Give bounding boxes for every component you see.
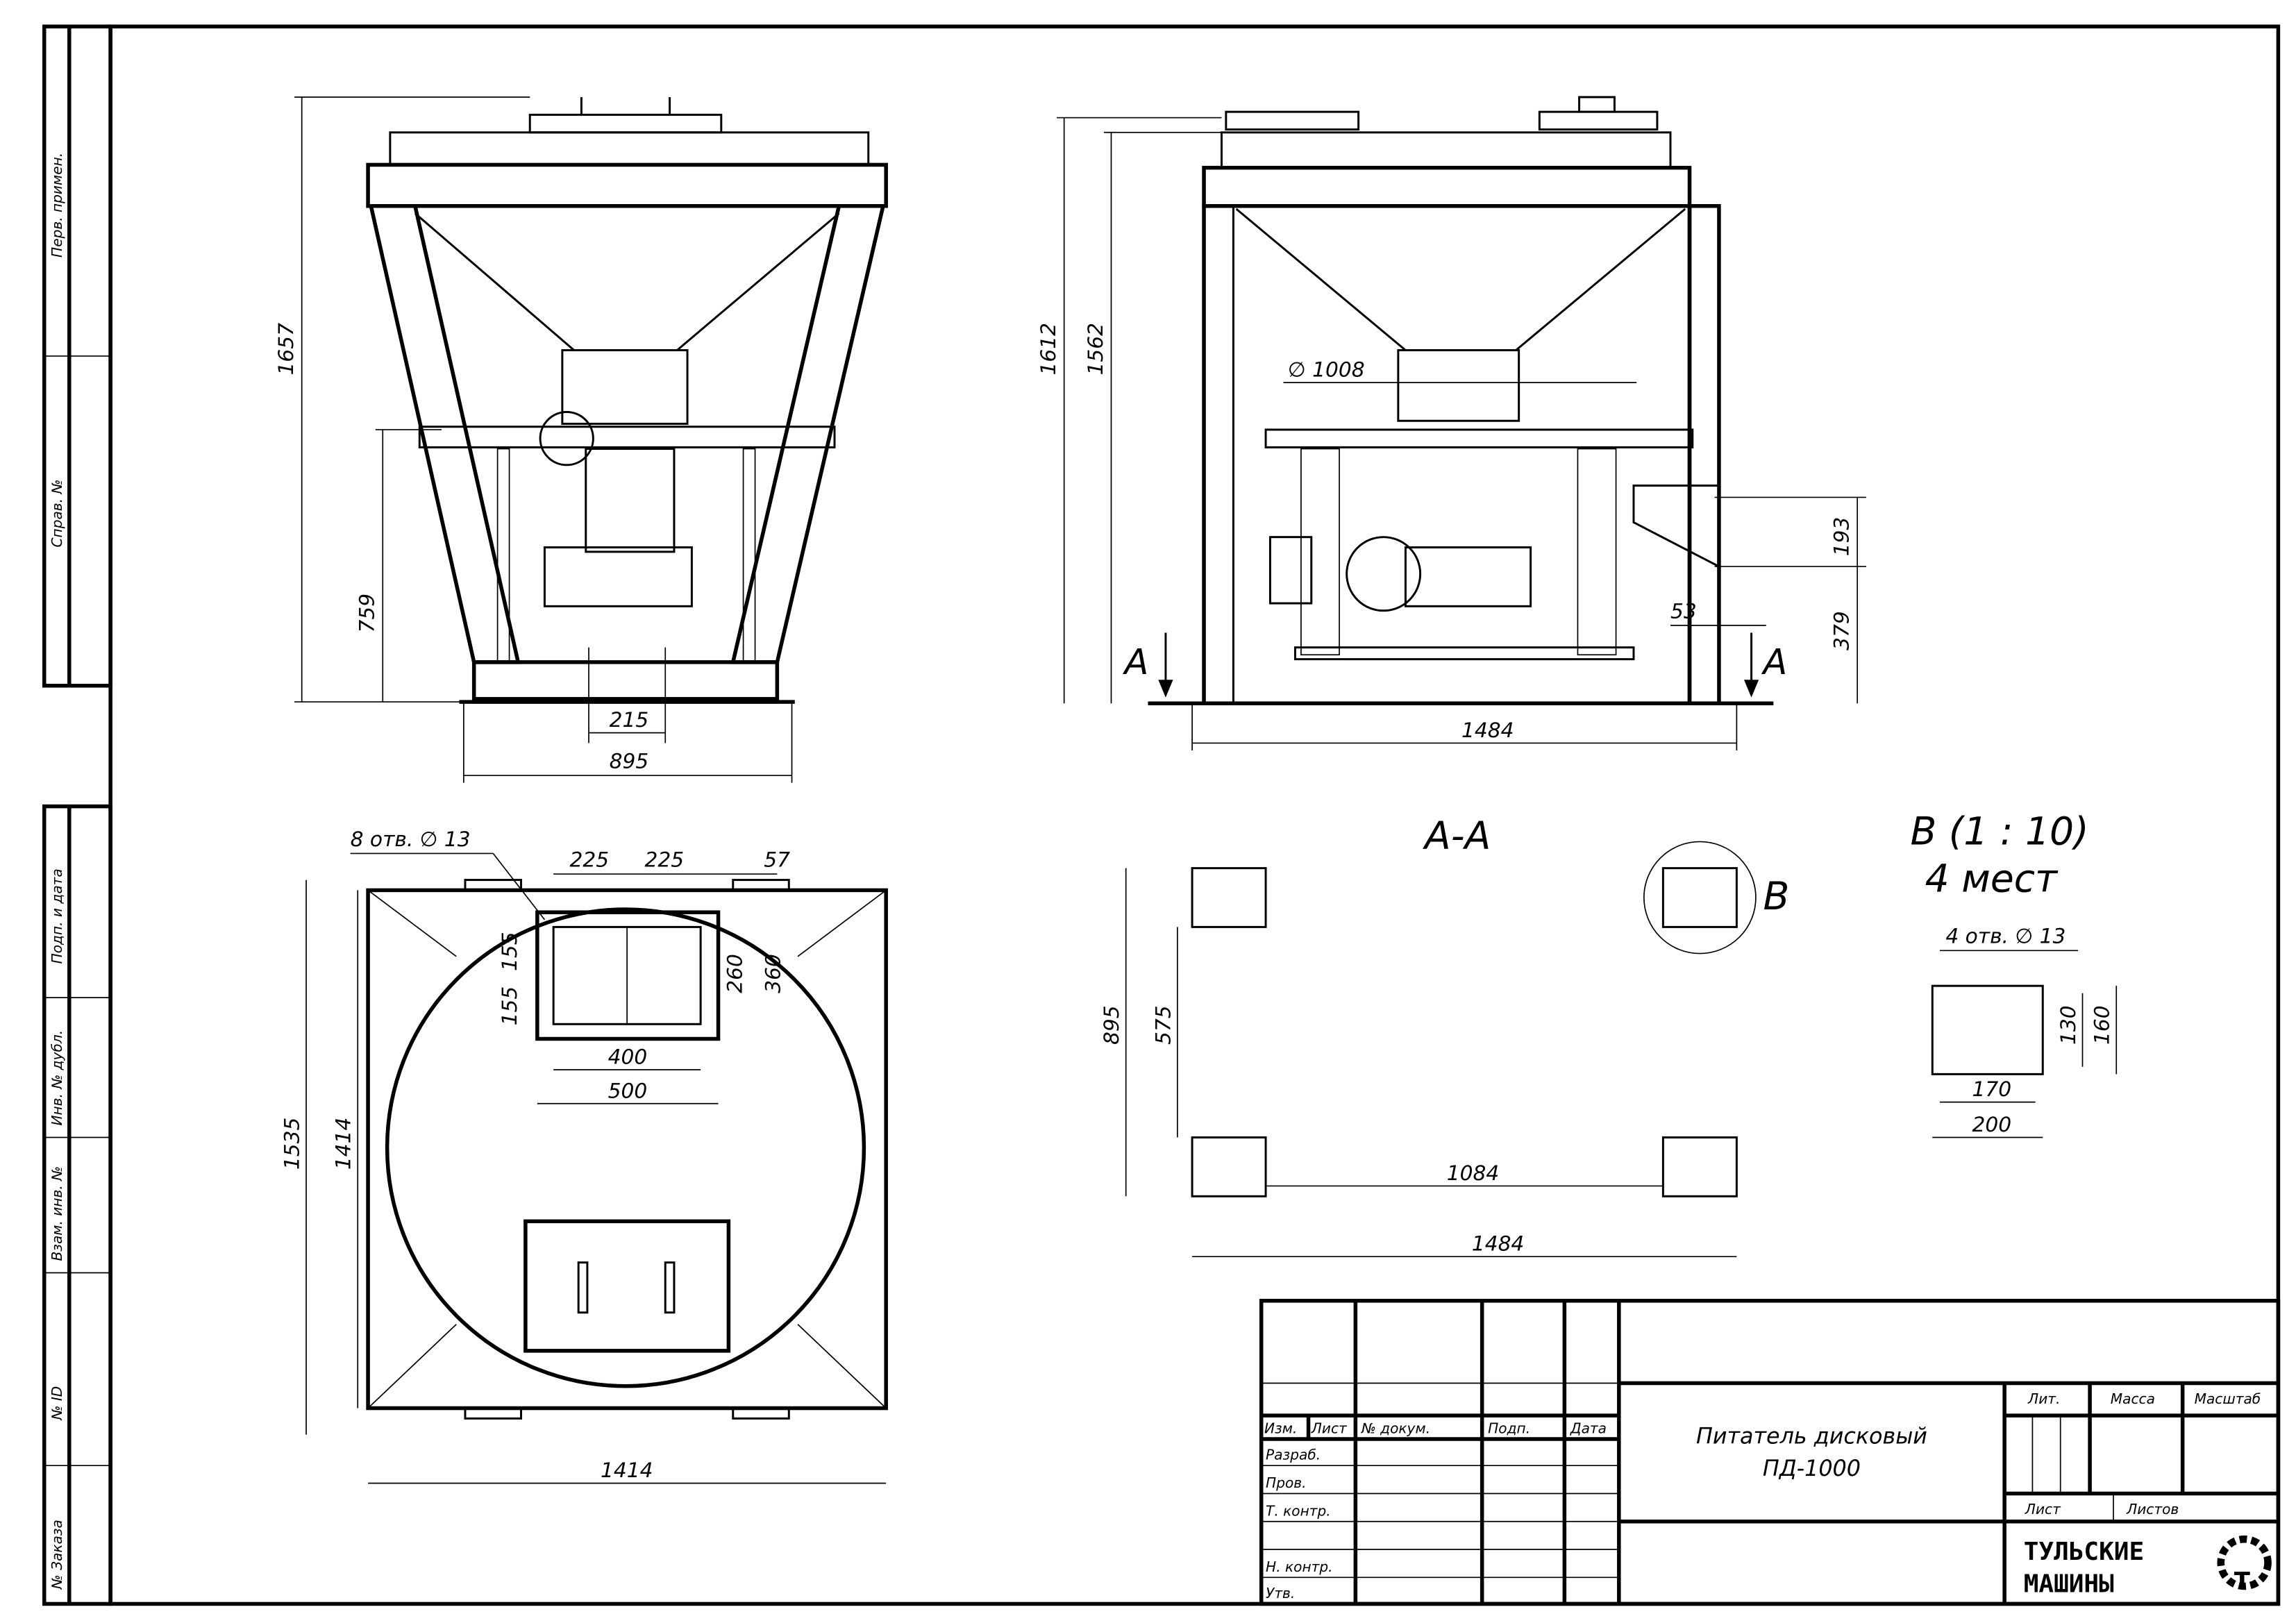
detail-callout-b: B: [1763, 874, 1790, 918]
dim-side-hopper: 1562: [1083, 323, 1107, 375]
stamp-inv-dubl: Инв. № дубл.: [49, 1030, 65, 1126]
label-sheets: Листов: [2126, 1501, 2179, 1517]
dim-detail-130: 130: [2056, 1005, 2080, 1045]
section-mark-right: A: [1761, 641, 1788, 682]
dim-side-total: 1612: [1036, 323, 1060, 375]
dim-disk-diameter: ∅ 1008: [1288, 358, 1365, 382]
role-utv: Утв.: [1266, 1585, 1295, 1601]
label-scale: Масштаб: [2195, 1390, 2261, 1407]
stamp-perv-primen: Перв. примен.: [49, 153, 65, 258]
top-view-dimensions: 8 отв. ∅ 13 225 225 57 155 155 260 360 4…: [279, 827, 887, 1484]
role-razrab: Разраб.: [1266, 1447, 1321, 1463]
label-mass: Масса: [2111, 1390, 2155, 1407]
dim-1535: 1535: [279, 1118, 303, 1170]
dim-detail-200: 200: [1972, 1112, 2012, 1136]
dim-1414-horizontal: 1414: [601, 1458, 653, 1482]
front-view: [366, 96, 888, 704]
side-view-dimensions: 1612 1562 ∅ 1008 193 379 53 1484 A A: [1036, 117, 1866, 751]
header-sign: Подп.: [1488, 1420, 1530, 1437]
header-list: Лист: [1311, 1420, 1348, 1437]
dim-aa-895: 895: [1099, 1005, 1123, 1045]
header-date: Дата: [1570, 1420, 1607, 1437]
dim-detail-160: 160: [2090, 1005, 2114, 1045]
product-code: ПД-1000: [1763, 1456, 1861, 1481]
top-view: [366, 879, 888, 1420]
dim-225-a: 225: [569, 847, 609, 871]
title-block: Изм. Лист № докум. Подп. Дата Разраб. Пр…: [1259, 1299, 2281, 1606]
company-name-line2: МАШИНЫ: [2024, 1570, 2114, 1598]
dim-aa-575: 575: [1150, 1005, 1175, 1045]
svg-text:T: T: [2234, 1567, 2250, 1595]
dim-155-a: 155: [497, 932, 521, 971]
role-nkontr: Н. контр.: [1266, 1558, 1332, 1575]
stamp-vzam-inv: Взам. инв. №: [49, 1166, 65, 1261]
stamp-order: № Заказа: [49, 1520, 65, 1590]
stamp-id: № ID: [49, 1386, 65, 1421]
dim-detail-170: 170: [1972, 1077, 2012, 1101]
company-name-line1: ТУЛЬСКИЕ: [2024, 1538, 2144, 1566]
side-stamps: Перв. примен. Справ. № Подп. и дата Инв.…: [49, 153, 65, 1590]
section-aa-title: A-A: [1423, 814, 1491, 858]
dim-57: 57: [764, 847, 790, 871]
detail-b-subtitle: 4 мест: [1925, 857, 2059, 901]
dim-400: 400: [608, 1045, 648, 1069]
label-sheet: Лист: [2025, 1501, 2061, 1517]
product-name: Питатель дисковый: [1696, 1423, 1927, 1449]
detail-b-holes-note: 4 отв. ∅ 13: [1945, 924, 2065, 948]
detail-b: B (1 : 10) 4 мест 4 отв. ∅ 13 130 160 17…: [1910, 809, 2118, 1138]
header-izm: Изм.: [1264, 1420, 1297, 1437]
dim-front-height: 1657: [274, 323, 298, 376]
dim-chute-elevation: 379: [1829, 611, 1853, 650]
dim-front-base: 895: [610, 748, 649, 773]
stamp-sprav: Справ. №: [49, 480, 65, 548]
note-holes-8: 8 отв. ∅ 13: [351, 827, 471, 851]
header-doc: № докум.: [1361, 1420, 1430, 1437]
label-lit: Лит.: [2027, 1390, 2060, 1407]
company-logo-gear-icon: T: [2217, 1535, 2272, 1595]
stamp-podp-data: Подп. и дата: [49, 868, 65, 964]
dim-225-b: 225: [645, 847, 685, 871]
drawing-frame: [42, 24, 2281, 1606]
dim-front-outlet: 215: [610, 707, 649, 732]
dim-aa-1484: 1484: [1472, 1231, 1524, 1256]
section-aa: A-A B 895 575 1084 1484: [1099, 814, 1790, 1258]
role-prov: Пров.: [1266, 1474, 1306, 1491]
dim-aa-1084: 1084: [1447, 1161, 1499, 1185]
dim-chute-height: 193: [1829, 517, 1853, 557]
front-view-dimensions: 1657 759 215 895: [274, 96, 793, 783]
section-mark-left: A: [1123, 641, 1149, 682]
dim-155-b: 155: [497, 986, 521, 1026]
dim-1414-vertical: 1414: [331, 1118, 355, 1170]
dim-side-base: 1484: [1461, 718, 1514, 742]
role-tkontr: Т. контр.: [1266, 1502, 1331, 1519]
dim-360: 360: [761, 954, 785, 993]
dim-chute-offset: 53: [1670, 598, 1697, 623]
dim-500: 500: [608, 1078, 648, 1102]
detail-b-title: B (1 : 10): [1910, 809, 2088, 854]
dim-260: 260: [722, 954, 746, 993]
dim-front-table-height: 759: [355, 594, 379, 633]
